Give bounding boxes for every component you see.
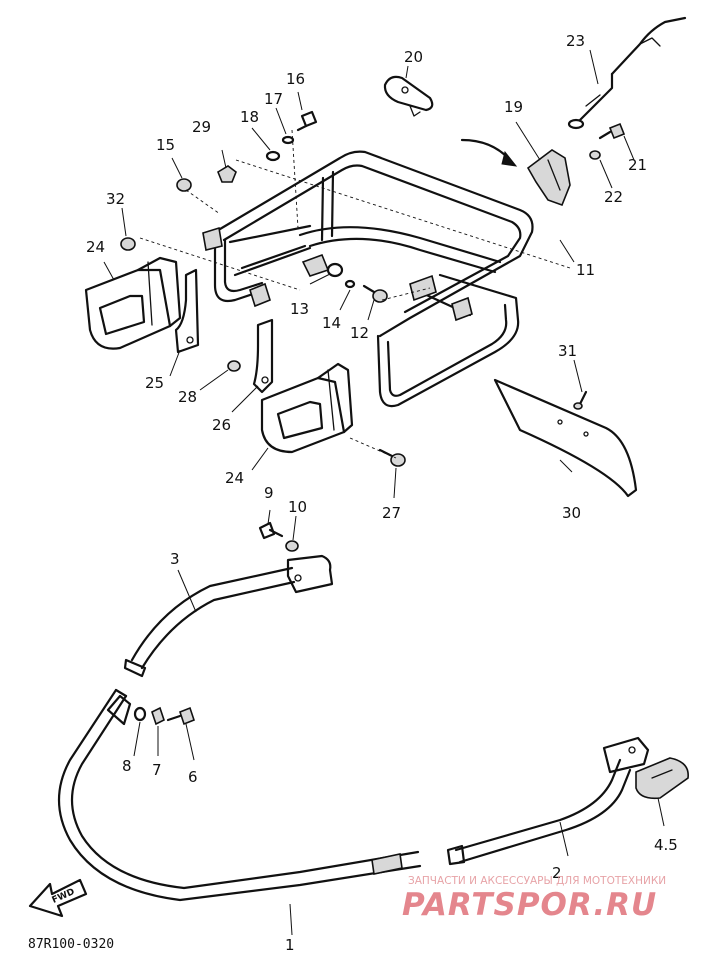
callout-24-upper: 24 (86, 238, 105, 256)
nut-7-icon (151, 706, 165, 726)
drawing-code: 87R100-0320 (28, 937, 114, 952)
nut-29-icon (217, 165, 237, 183)
collar-13-icon (326, 262, 344, 278)
callout-23: 23 (566, 32, 585, 50)
callout-14: 14 (322, 314, 341, 332)
callout-21: 21 (628, 156, 647, 174)
callout-9: 9 (264, 484, 274, 502)
callout-32: 32 (106, 190, 125, 208)
side-bracket-24-upper (84, 256, 182, 350)
callout-16: 16 (286, 70, 305, 88)
bolt-6-icon (166, 706, 195, 726)
callout-29: 29 (192, 118, 211, 136)
callout-27: 27 (382, 504, 401, 522)
callout-24-lower: 24 (225, 469, 244, 487)
panel-30 (493, 378, 638, 498)
bar-1 (57, 688, 422, 902)
nut-22-icon (589, 150, 601, 160)
washer-17-icon (281, 135, 295, 145)
callout-19: 19 (504, 98, 523, 116)
cable-23 (567, 16, 687, 130)
watermark-logo: PARTSPOR.RU (402, 887, 657, 923)
callout-13: 13 (290, 300, 309, 318)
callout-22: 22 (604, 188, 623, 206)
callouts: 1 2 3 4.5 6 7 8 9 10 11 12 13 14 15 16 1… (86, 32, 678, 954)
mounting-plate-20 (383, 75, 434, 117)
stay-26 (252, 318, 274, 394)
nut-28-icon (227, 360, 241, 372)
washer-10-icon (285, 540, 299, 552)
screw-31-icon (573, 390, 588, 410)
side-bracket-24-lower (260, 362, 354, 454)
reference-lines (139, 129, 571, 459)
callout-30: 30 (562, 504, 581, 522)
bolt-9-icon (258, 521, 284, 540)
callout-12: 12 (350, 324, 369, 342)
latch-19 (460, 138, 571, 207)
nut-15-icon (176, 178, 192, 192)
pad-4-5 (635, 757, 689, 800)
carrier-frame (202, 150, 534, 408)
callout-8: 8 (122, 757, 132, 775)
bolt-21-icon (598, 122, 626, 140)
fasteners (120, 110, 626, 467)
callout-1: 1 (285, 936, 295, 954)
callout-4-5: 4.5 (654, 836, 678, 854)
callout-3: 3 (170, 550, 180, 568)
callout-2: 2 (552, 864, 562, 882)
callout-26: 26 (212, 416, 231, 434)
callout-28: 28 (178, 388, 197, 406)
bar-3 (123, 554, 334, 678)
bolt-12-icon (362, 284, 388, 303)
callout-15: 15 (156, 136, 175, 154)
callout-10: 10 (288, 498, 307, 516)
washer-18-icon (265, 150, 281, 162)
bolt-16-icon (296, 110, 318, 132)
washer-14-icon (344, 279, 356, 289)
leader-lines (103, 49, 665, 936)
cap-32-icon (120, 237, 136, 251)
callout-31: 31 (558, 342, 577, 360)
stay-25 (174, 268, 200, 354)
bar-2 (446, 736, 650, 866)
callout-20: 20 (404, 48, 423, 66)
watermark-tagline: ЗАПЧАСТИ И АКСЕССУАРЫ ДЛЯ МОТОТЕХНИКИ (408, 875, 666, 887)
watermark: ЗАПЧАСТИ И АКСЕССУАРЫ ДЛЯ МОТОТЕХНИКИ PA… (402, 875, 666, 923)
washer-8-icon (133, 706, 147, 722)
callout-25: 25 (145, 374, 164, 392)
fwd-arrow-icon: FWD (28, 878, 88, 918)
callout-18: 18 (240, 108, 259, 126)
callout-11: 11 (576, 261, 595, 279)
callout-6: 6 (188, 768, 198, 786)
callout-17: 17 (264, 90, 283, 108)
callout-7: 7 (152, 761, 162, 779)
